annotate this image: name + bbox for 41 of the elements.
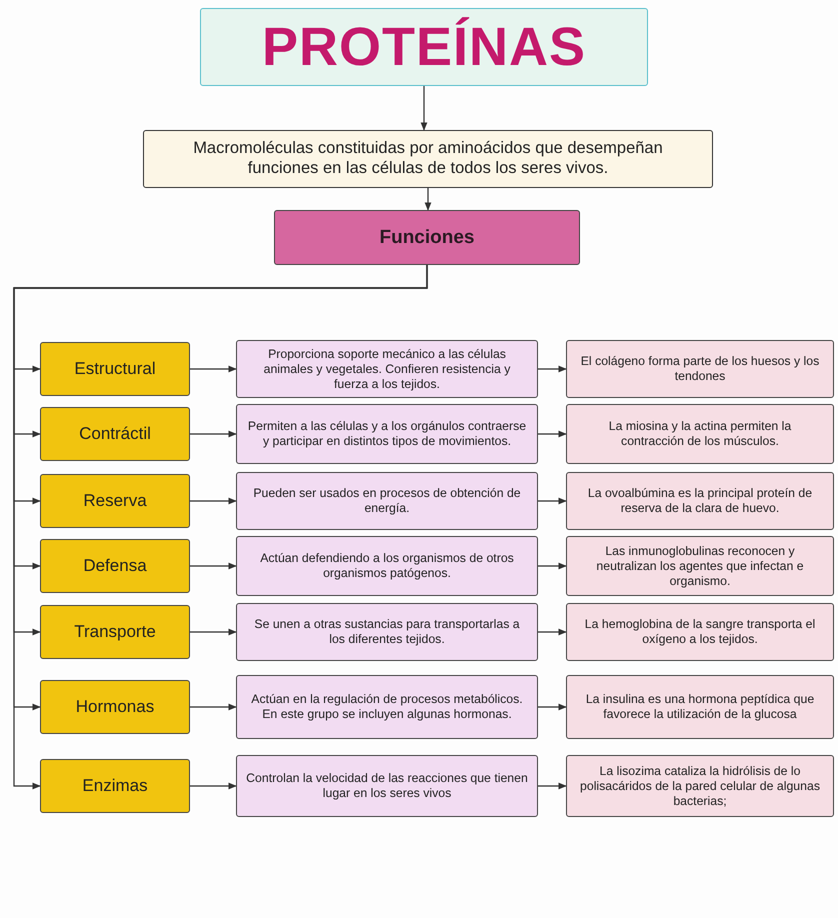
- category-box: Estructural: [40, 342, 190, 396]
- arrow: [424, 188, 432, 211]
- example-box: La miosina y la actina permiten la contracción de los músculos.: [566, 404, 834, 464]
- arrow: [13, 265, 428, 790]
- example-box: La lisozima cataliza la hidrólisis de lo polisacáridos de la pared celular de algunas bacterias;: [566, 755, 834, 817]
- category-box: Transporte: [40, 605, 190, 659]
- title-box: PROTEÍNAS: [200, 8, 648, 86]
- category-box: Contráctil: [40, 407, 190, 461]
- category-box: Defensa: [40, 539, 190, 593]
- description-box: Controlan la velocidad de las reacciones que tienen lugar en los seres vivos: [236, 755, 538, 817]
- arrow: [538, 628, 567, 636]
- arrow: [538, 430, 567, 438]
- description-box: Proporciona soporte mecánico a las células animales y vegetales. Confieren resistencia y fuerza a los tejidos.: [236, 340, 538, 398]
- definition-box: Macromoléculas constituidas por aminoácidos que desempeñan funciones en las células de todos los seres vivos.: [143, 130, 713, 188]
- example-box: Las inmunoglobulinas reconocen y neutralizan los agentes que infectan e organismo.: [566, 536, 834, 596]
- example-box: La hemoglobina de la sangre transporta el oxígeno a los tejidos.: [566, 603, 834, 661]
- arrow: [190, 628, 237, 636]
- arrow: [190, 498, 237, 504]
- arrow: [538, 498, 567, 504]
- arrow: [538, 562, 567, 570]
- arrow: [538, 704, 567, 710]
- example-box: La insulina es una hormona peptídica que favorece la utilización de la glucosa: [566, 675, 834, 739]
- arrow: [538, 782, 567, 790]
- description-box: Permiten a las células y a los orgánulos contraerse y participar en distintos tipos de movimientos.: [236, 404, 538, 464]
- category-box: Reserva: [40, 474, 190, 528]
- arrow: [190, 366, 237, 372]
- description-box: Se unen a otras sustancias para transportarlas a los diferentes tejidos.: [236, 603, 538, 661]
- description-box: Actúan defendiendo a los organismos de otros organismos patógenos.: [236, 536, 538, 596]
- description-box: Actúan en la regulación de procesos metabólicos. En este grupo se incluyen algunas hormonas.: [236, 675, 538, 739]
- arrow: [190, 782, 237, 790]
- arrow: [538, 366, 567, 372]
- arrow: [420, 86, 428, 131]
- arrow: [190, 562, 237, 570]
- category-box: Enzimas: [40, 759, 190, 813]
- arrow: [190, 704, 237, 710]
- example-box: El colágeno forma parte de los huesos y los tendones: [566, 340, 834, 398]
- category-box: Hormonas: [40, 680, 190, 734]
- arrow: [190, 430, 237, 438]
- heading-box: Funciones: [274, 210, 580, 265]
- example-box: La ovoalbúmina es la principal proteín de reserva de la clara de huevo.: [566, 472, 834, 530]
- description-box: Pueden ser usados en procesos de obtención de energía.: [236, 472, 538, 530]
